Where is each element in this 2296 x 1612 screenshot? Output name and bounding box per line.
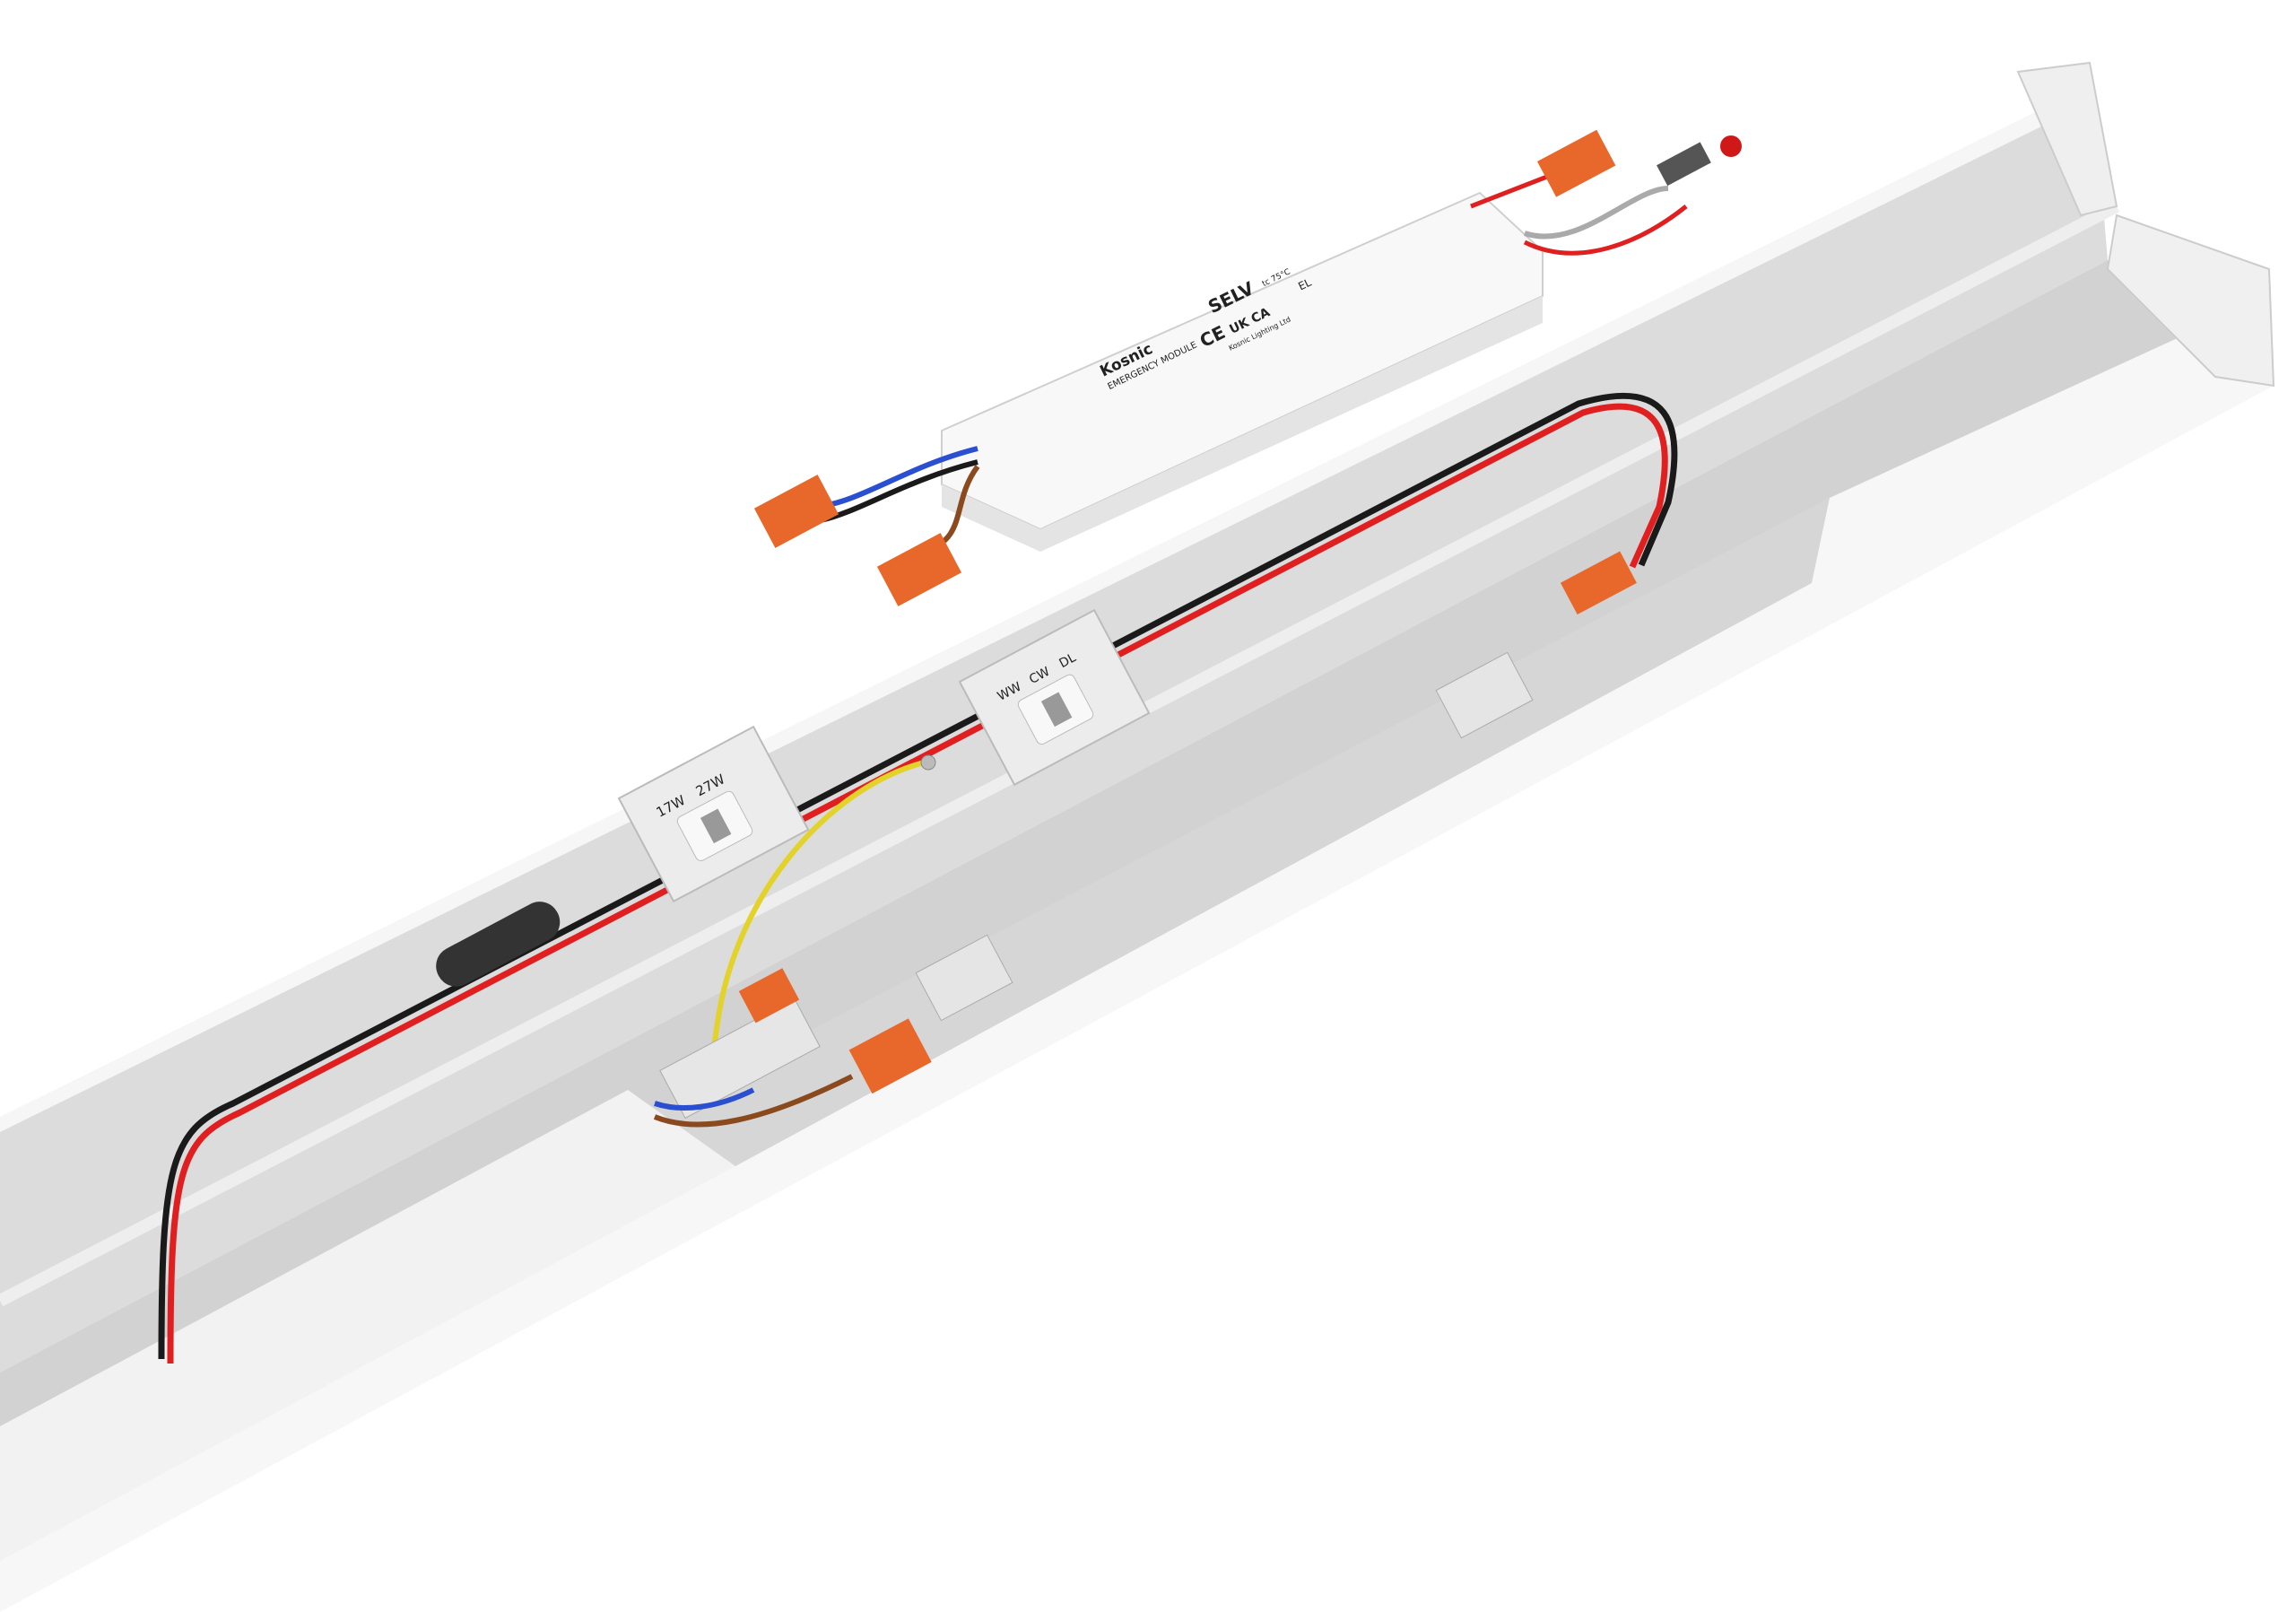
connector-orange — [1537, 129, 1616, 197]
housing-top-rim — [0, 85, 2094, 1132]
connector-orange — [738, 968, 800, 1024]
cct-selector-switch[interactable]: WW CW DL — [958, 608, 1151, 787]
test-push-button — [1657, 135, 1742, 187]
wire-black — [158, 392, 1678, 1360]
connector-orange — [753, 475, 839, 548]
front-wall-cutout — [628, 498, 1830, 1166]
end-cover — [0, 1090, 735, 1561]
wire-red — [167, 403, 1668, 1364]
mounting-bracket — [1435, 651, 1534, 739]
mounting-bracket — [915, 934, 1013, 1022]
cable-entry-slot — [436, 902, 561, 987]
switch-label-dl: DL — [1057, 650, 1079, 671]
connector-orange — [876, 533, 962, 606]
power-selector-switch[interactable]: 17W 27W — [617, 725, 810, 903]
emergency-driver-module: Kosnic EMERGENCY MODULE SELV CE UK CA tc… — [815, 172, 1688, 554]
earth-screw — [920, 754, 936, 771]
terminal-block — [653, 998, 854, 1128]
el-mark: EL — [1296, 275, 1313, 292]
end-clip — [2016, 61, 2118, 217]
connector-orange — [1560, 551, 1637, 615]
connector-orange — [848, 1018, 932, 1094]
end-cap — [2106, 213, 2275, 388]
